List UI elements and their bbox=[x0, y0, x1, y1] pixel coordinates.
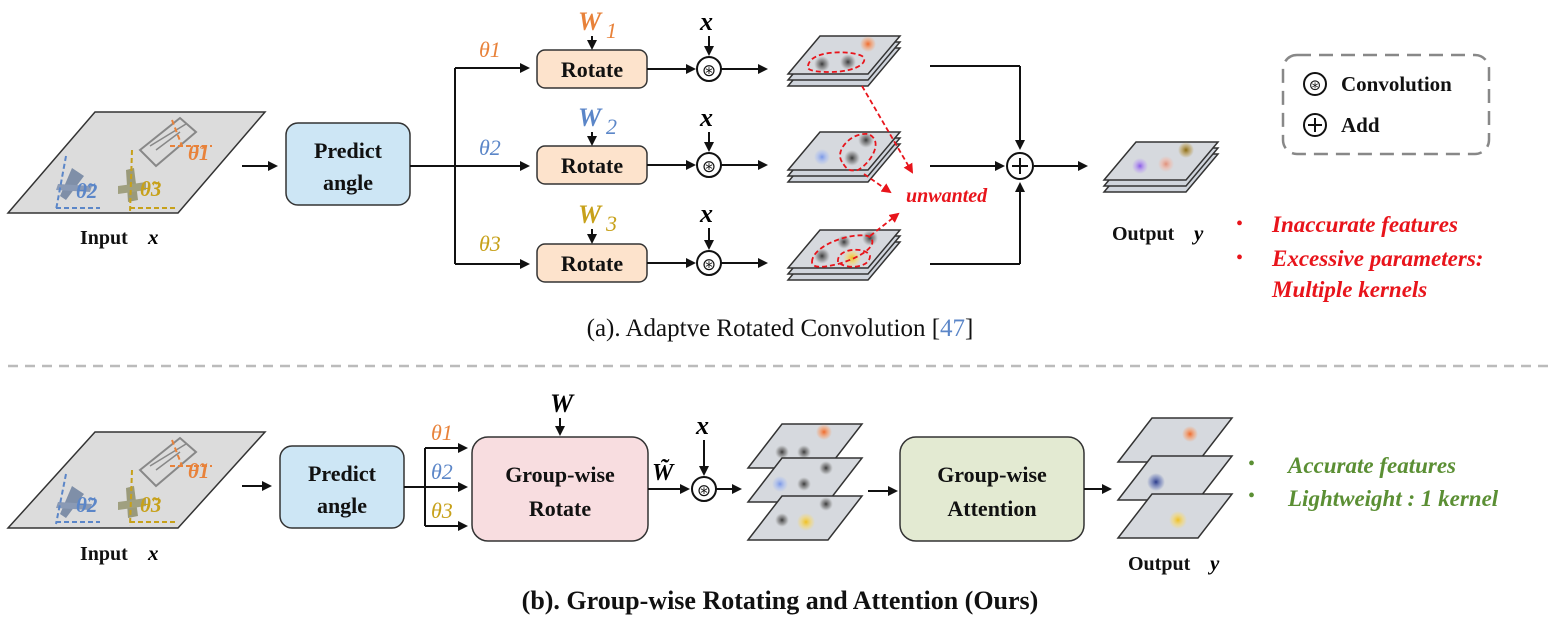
bullet-dot: • bbox=[1236, 247, 1243, 269]
top-rotate-label-1: Rotate bbox=[561, 57, 624, 82]
top-x-label-3: x bbox=[699, 199, 713, 228]
top-w1-label: W bbox=[578, 7, 603, 36]
unwanted-label: unwanted bbox=[906, 185, 988, 207]
bottom-bullets: • Accurate features • Lightweight : 1 ke… bbox=[1248, 453, 1499, 511]
bottom-predict-label-1: Predict bbox=[308, 461, 377, 486]
bottom-branch-lines bbox=[404, 443, 468, 531]
airplane-blue-icon bbox=[55, 473, 100, 525]
bottom-conv: x ⊛ bbox=[691, 411, 717, 502]
top-output-var: y bbox=[1191, 221, 1204, 245]
top-rotate-box-2: Rotate bbox=[536, 145, 648, 185]
input-theta-1-mark: θ̃1 bbox=[188, 141, 209, 165]
top-bullet-1: Inaccurate features bbox=[1271, 212, 1458, 237]
top-rotate-box-3: Rotate bbox=[536, 243, 648, 283]
top-x-label-1: x bbox=[699, 7, 713, 36]
top-predict-label-1: Predict bbox=[314, 138, 383, 163]
airplane-blue-icon bbox=[55, 155, 100, 211]
bullet-dot: • bbox=[1248, 453, 1255, 475]
bottom-w-label: W bbox=[550, 389, 575, 418]
top-caption: (a). Adaptve Rotated Convolution [47] bbox=[587, 315, 974, 342]
top-w2-sub: 2 bbox=[606, 114, 617, 139]
bottom-input-label: Input bbox=[80, 543, 128, 565]
airplane-gold-icon bbox=[118, 469, 176, 527]
group-wise-attention-box: Group-wise Attention bbox=[899, 436, 1085, 542]
legend-conv-symbol: ⊛ bbox=[1309, 76, 1322, 94]
input-theta-3-mark: θ̃3 bbox=[140, 493, 161, 517]
unwanted-arrow-3 bbox=[869, 212, 900, 237]
conv-symbol: ⊛ bbox=[697, 481, 711, 501]
top-w3-label: W bbox=[578, 200, 603, 229]
top-output-stack bbox=[1102, 141, 1220, 193]
top-rotate-box-1: Rotate bbox=[536, 49, 648, 89]
top-rotate-label-2: Rotate bbox=[561, 153, 624, 178]
bottom-predict-angle-box: Predict angle bbox=[279, 445, 405, 529]
group-wise-rotate-box: Group-wise Rotate bbox=[471, 436, 649, 542]
input-theta-2-mark: θ̃2 bbox=[76, 493, 98, 517]
bottom-input-plane: θ̃1 θ̃2 θ̃3 bbox=[6, 431, 267, 529]
top-theta-3: θ3 bbox=[479, 231, 501, 256]
bottom-theta-1: θ1 bbox=[431, 420, 453, 445]
top-branch-lines bbox=[410, 63, 530, 269]
convolution-legend-icon bbox=[1303, 72, 1327, 96]
ship-orange-icon bbox=[138, 436, 212, 488]
top-conv-2: x ⊛ bbox=[696, 103, 722, 178]
conv-symbol: ⊛ bbox=[702, 157, 716, 177]
bullet-dot: • bbox=[1248, 485, 1255, 507]
top-merge-lines bbox=[930, 65, 1088, 265]
attention-label-2: Attention bbox=[947, 496, 1036, 521]
top-feature-stack-2 bbox=[786, 131, 902, 183]
conv-symbol: ⊛ bbox=[702, 61, 716, 81]
top-input-label: Input bbox=[80, 227, 128, 249]
group-rotate-label-1: Group-wise bbox=[505, 462, 615, 487]
bottom-bullet-2: Lightweight : 1 kernel bbox=[1287, 486, 1499, 511]
top-w3-sub: 3 bbox=[605, 211, 617, 236]
top-input-plane: θ̃1 θ̃2 θ̃3 bbox=[6, 111, 267, 214]
top-feature-stack-1 bbox=[786, 35, 902, 87]
bottom-x-label: x bbox=[695, 411, 709, 440]
top-predict-angle-box: Predict angle bbox=[285, 122, 411, 206]
bottom-feature-planes bbox=[746, 423, 864, 541]
top-feature-stack-3 bbox=[786, 229, 902, 281]
legend-conv-label: Convolution bbox=[1341, 72, 1452, 96]
top-add-node bbox=[1006, 152, 1034, 180]
top-rotate-label-3: Rotate bbox=[561, 251, 624, 276]
top-w2-label: W bbox=[578, 103, 603, 132]
unwanted-arrow-2 bbox=[863, 173, 892, 194]
airplane-gold-icon bbox=[118, 149, 176, 213]
top-conv-3: x ⊛ bbox=[696, 199, 722, 276]
group-rotate-label-2: Rotate bbox=[529, 496, 592, 521]
top-bullets: • Inaccurate features • Excessive parame… bbox=[1236, 212, 1483, 302]
top-w1-sub: 1 bbox=[606, 18, 617, 43]
top-theta-1: θ1 bbox=[479, 37, 501, 62]
bullet-dot: • bbox=[1236, 213, 1243, 235]
bottom-output-label: Output bbox=[1128, 553, 1191, 575]
input-theta-3-mark: θ̃3 bbox=[140, 177, 161, 201]
top-output-label: Output bbox=[1112, 223, 1175, 245]
bottom-bullet-1: Accurate features bbox=[1286, 453, 1456, 478]
bottom-output-planes bbox=[1116, 417, 1234, 539]
bottom-w-tilde-label: W̃ bbox=[652, 460, 675, 486]
bottom-input-var: x bbox=[147, 541, 159, 565]
legend-add-label: Add bbox=[1341, 113, 1380, 137]
ship-orange-icon bbox=[138, 116, 212, 168]
bottom-caption: (b). Group-wise Rotating and Attention (… bbox=[522, 586, 1039, 615]
top-theta-2: θ2 bbox=[479, 135, 501, 160]
top-predict-label-2: angle bbox=[323, 170, 373, 195]
bottom-theta-2: θ2 bbox=[431, 459, 453, 484]
top-conv-1: x ⊛ bbox=[696, 7, 722, 82]
top-x-label-2: x bbox=[699, 103, 713, 132]
input-theta-2-mark: θ̃2 bbox=[76, 179, 98, 203]
unwanted-arrow-1 bbox=[861, 85, 914, 174]
bottom-theta-3: θ3 bbox=[431, 498, 453, 523]
bottom-output-var: y bbox=[1207, 551, 1220, 575]
top-bullet-2: Excessive parameters: bbox=[1271, 246, 1483, 271]
input-theta-1-mark: θ̃1 bbox=[188, 459, 209, 483]
bottom-predict-label-2: angle bbox=[317, 493, 367, 518]
legend-box: ⊛ Convolution Add bbox=[1281, 53, 1491, 156]
attention-label-1: Group-wise bbox=[937, 462, 1047, 487]
conv-symbol: ⊛ bbox=[702, 255, 716, 275]
top-input-var: x bbox=[147, 225, 159, 249]
top-bullet-3: Multiple kernels bbox=[1271, 277, 1427, 302]
